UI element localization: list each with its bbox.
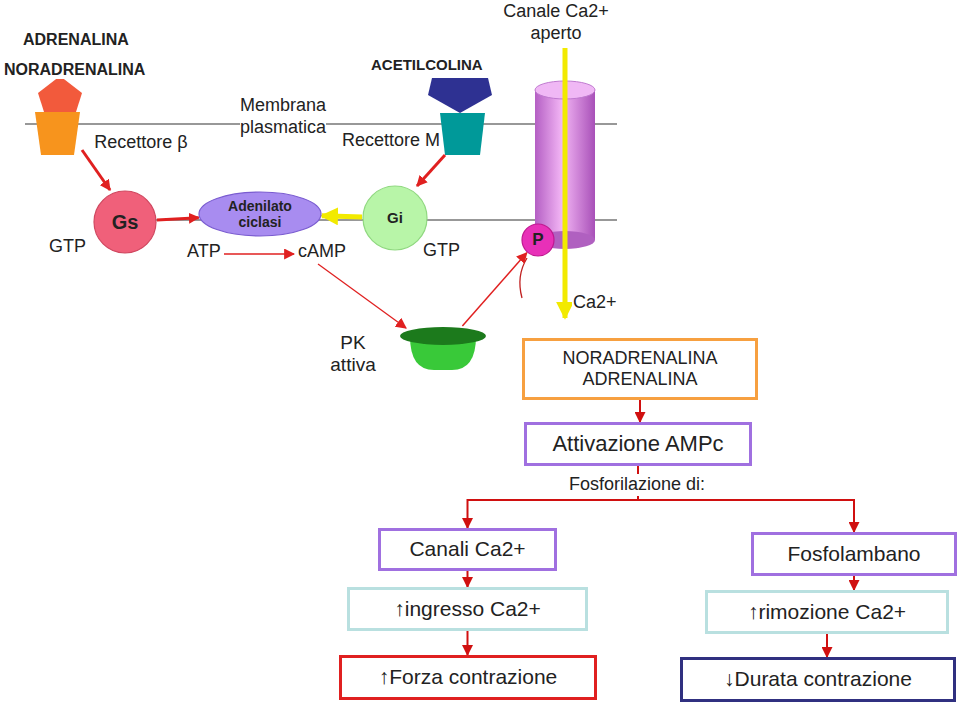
connector-arrow <box>853 576 855 590</box>
node-text: Fosfolambano <box>787 542 920 566</box>
process-label: Fosforilazione di: <box>568 474 706 496</box>
flow-box: Attivazione AMPc <box>524 422 752 466</box>
label-text: Recettore M <box>342 130 440 150</box>
connector-arrow <box>467 631 469 655</box>
calcium-flow-arrow <box>563 48 568 318</box>
g-protein-circle: Gi <box>362 185 428 251</box>
flow-box: ↑rimozione Ca2+ <box>705 590 949 634</box>
activation-arrow <box>318 264 406 328</box>
ion-label: Ca2+ <box>572 292 618 314</box>
enzyme-ellipse: Adenilato ciclasi <box>198 191 322 237</box>
activation-arrow <box>82 150 110 190</box>
molecule-label: cAMP <box>297 241 347 263</box>
leader-line <box>520 258 527 298</box>
ligand-name: NORADRENALINA <box>3 60 146 79</box>
ligand-shape <box>38 76 82 112</box>
receptor-shape <box>440 113 485 155</box>
ligand-name: ADRENALINA <box>22 30 130 49</box>
node-text: Adenilato ciclasi <box>218 198 302 230</box>
structure-label: Membrana plasmatica <box>212 95 354 138</box>
conversion-arrow <box>224 253 294 254</box>
node-text: PK attiva <box>318 332 388 376</box>
connector-arrow <box>157 218 199 220</box>
flow-box: ↓Durata contrazione <box>680 657 956 702</box>
flow-box: NORADRENALINA ADRENALINA <box>522 338 758 400</box>
node-text: P <box>532 230 543 250</box>
connector-arrow <box>639 400 641 422</box>
activation-arrow <box>417 155 445 186</box>
label-text: Canale Ca2+ aperto <box>503 1 609 43</box>
protein-kinase: PK attiva <box>400 326 486 370</box>
node-text: NORADRENALINA ADRENALINA <box>525 348 755 389</box>
label-text: Membrana plasmatica <box>240 95 326 137</box>
node-outline <box>400 326 486 370</box>
connector-arrow <box>462 253 526 326</box>
flow-box: Fosfolambano <box>751 532 957 576</box>
connector-arrow <box>322 216 362 217</box>
flow-box: ↑ingresso Ca2+ <box>347 587 588 631</box>
channel-label: Canale Ca2+ aperto <box>495 1 617 44</box>
g-protein-circle: Gs <box>93 190 157 254</box>
receptor-shape <box>35 112 80 155</box>
node-text: Attivazione AMPc <box>552 431 723 456</box>
flow-box: ↑Forza contrazione <box>339 655 597 700</box>
node-text: ↑rimozione Ca2+ <box>748 600 906 624</box>
label-text: Recettore β <box>94 132 187 152</box>
node-text: ↓Durata contrazione <box>724 667 912 691</box>
molecule-label: ATP <box>186 241 222 263</box>
molecule-label: GTP <box>422 240 461 262</box>
ligand-name: ACETILCOLINA <box>370 56 484 74</box>
receptor-label: Recettore M <box>340 130 442 152</box>
phosphate-circle: P <box>521 223 555 257</box>
node-text: Canali Ca2+ <box>409 537 525 561</box>
flow-box: Canali Ca2+ <box>378 528 557 571</box>
node-text: Gs <box>112 211 139 234</box>
node-text: ↑Forza contrazione <box>379 665 558 689</box>
ligand-shape <box>428 78 492 113</box>
node-text: Gi <box>387 209 403 226</box>
molecule-label: GTP <box>48 236 87 258</box>
receptor-label: Recettore β <box>90 132 192 154</box>
connector-arrow <box>467 571 469 587</box>
node-text: ↑ingresso Ca2+ <box>394 597 541 621</box>
connector-arrow <box>826 634 828 657</box>
